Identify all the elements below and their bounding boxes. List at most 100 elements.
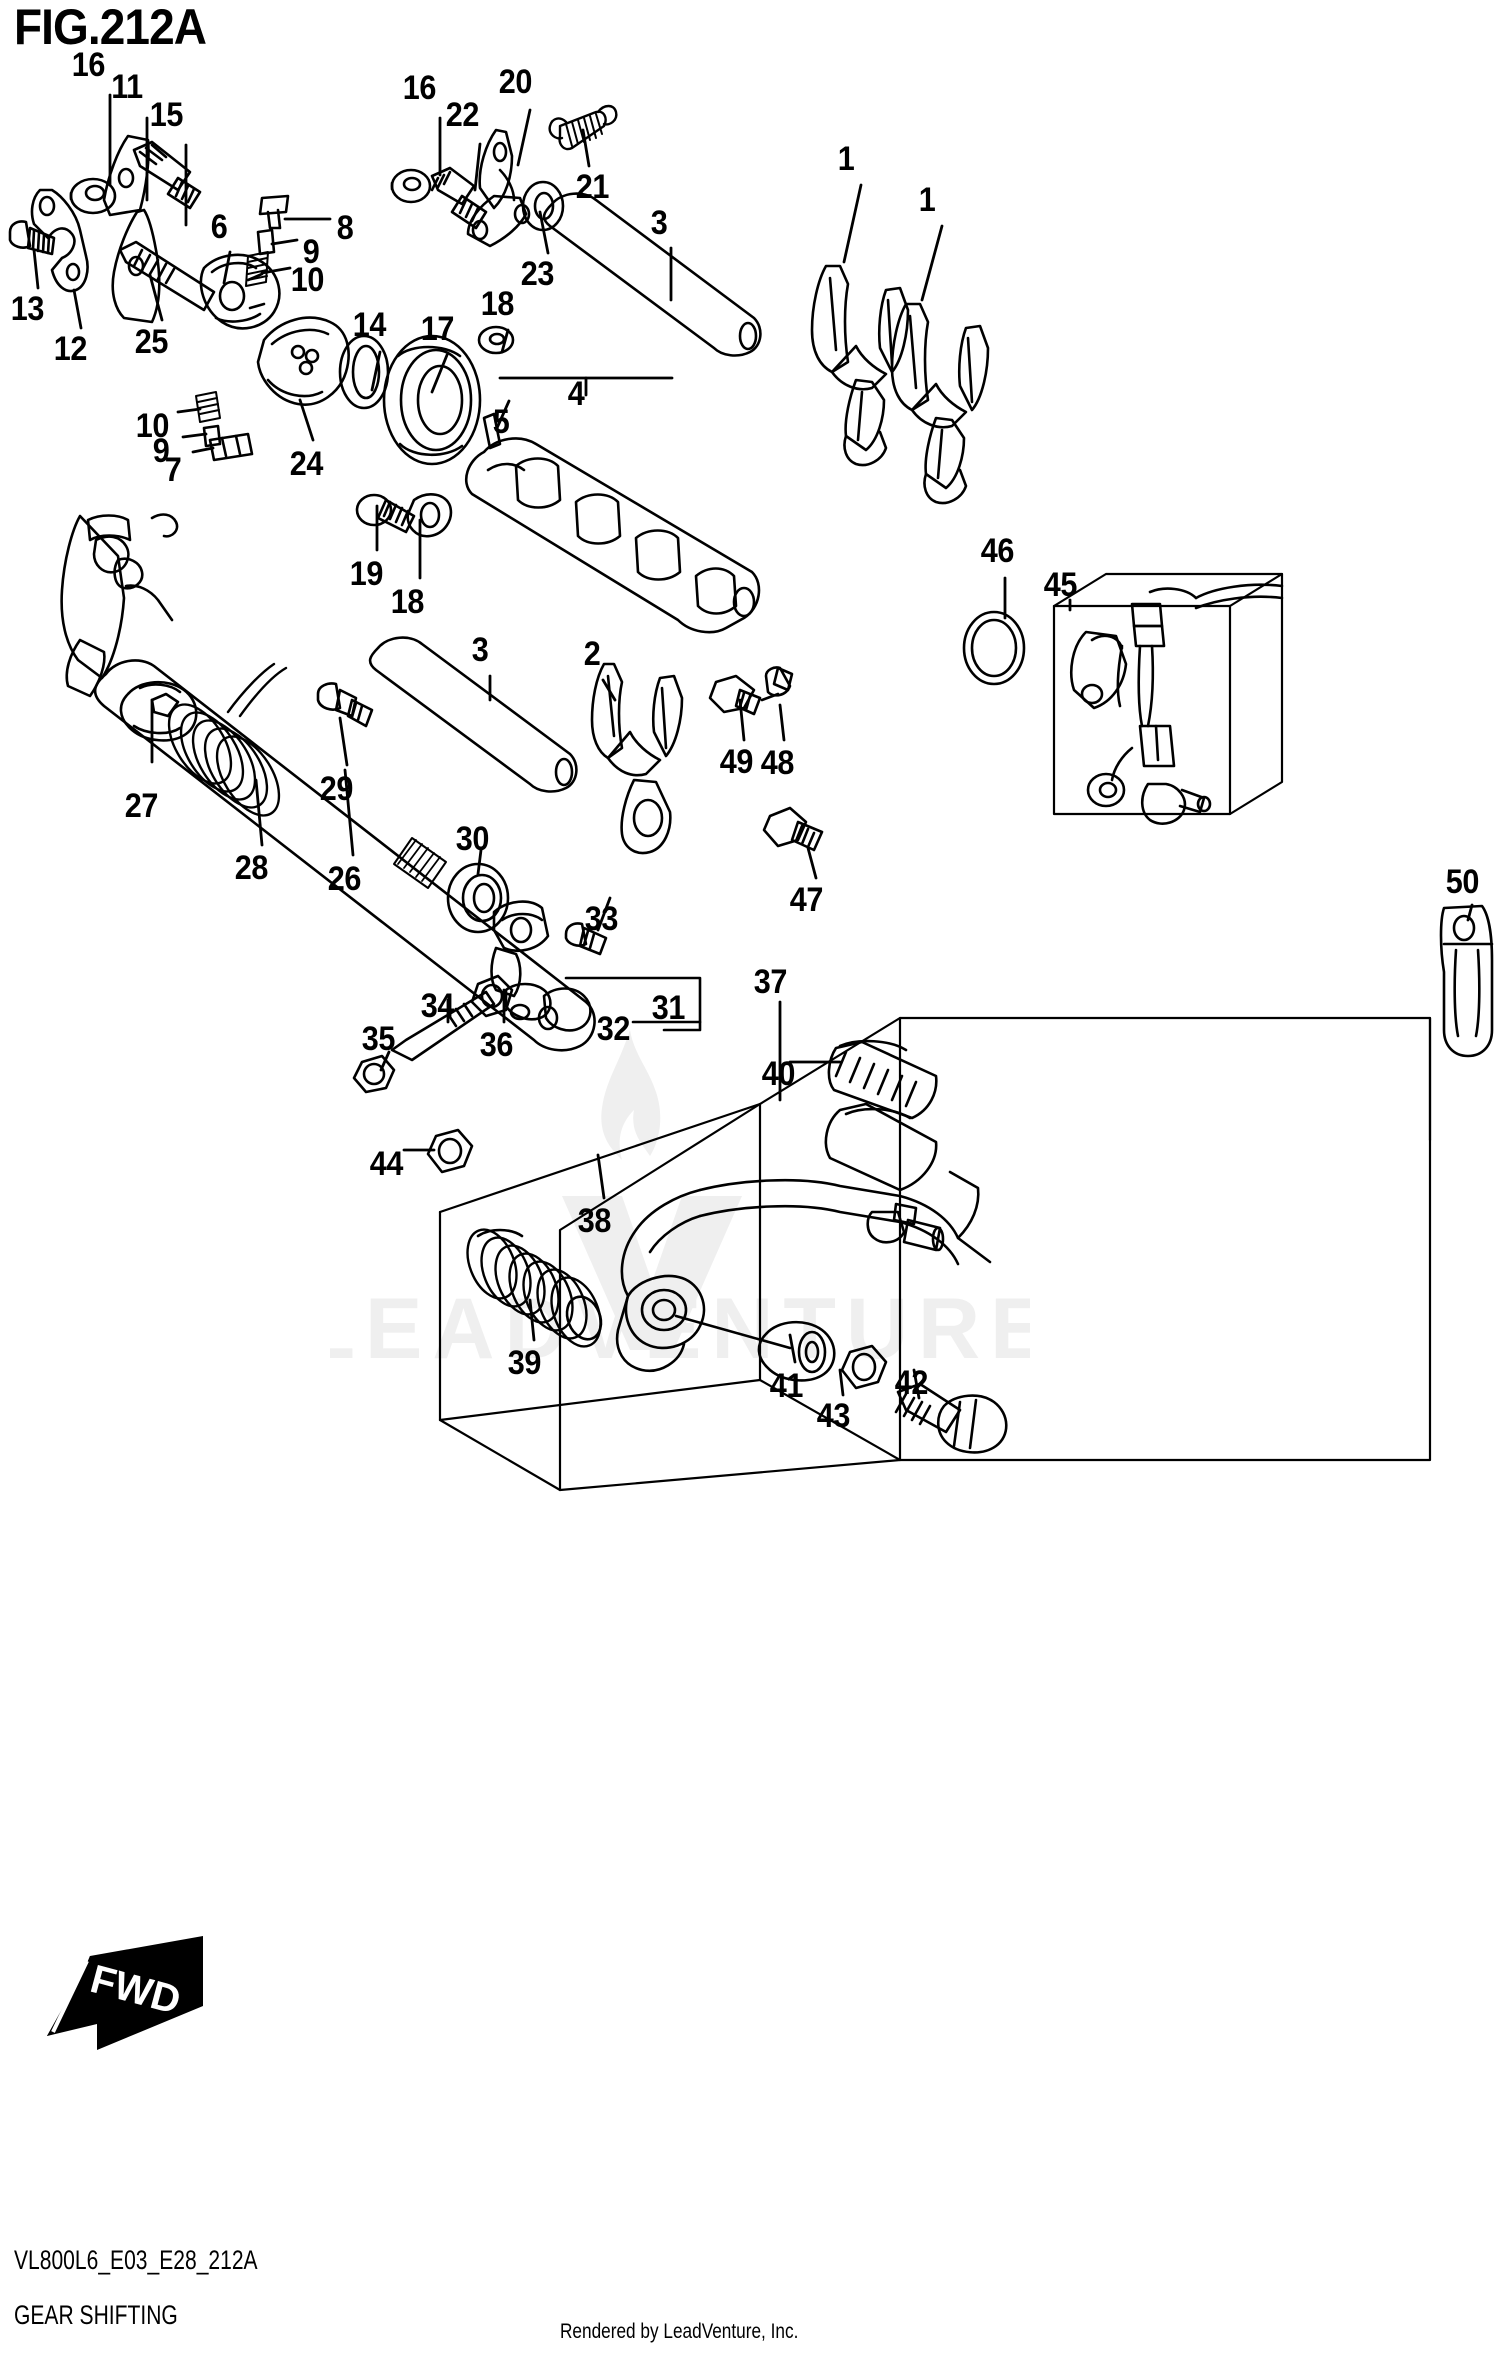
part-18b-washer — [406, 493, 453, 538]
callout-1: 1 — [918, 181, 936, 219]
callout-10: 10 — [135, 407, 170, 445]
part-24-cam-plate — [256, 316, 350, 406]
callout-34: 34 — [420, 987, 455, 1025]
part-15-pin-bolt — [132, 140, 202, 210]
part-45-neutral-switch — [1070, 583, 1284, 825]
part-13-bolt — [8, 220, 56, 256]
part-31-arm-joint — [490, 900, 552, 1021]
callout-39: 39 — [507, 1344, 542, 1382]
part-21-spring — [548, 104, 618, 151]
callout-22: 22 — [445, 96, 480, 134]
callout-33: 33 — [584, 900, 619, 938]
part-16a-washer — [69, 177, 117, 215]
callout-12: 12 — [53, 330, 88, 368]
callout-26: 26 — [327, 860, 362, 898]
callout-38: 38 — [577, 1202, 612, 1240]
figure-code: VL800L6_E03_E28_212A — [14, 2245, 258, 2275]
callout-13: 13 — [10, 290, 45, 328]
part-26-gear-shift-shaft — [93, 659, 596, 1052]
part-44-nut — [426, 1128, 474, 1174]
part-32-ball-joint — [537, 987, 592, 1032]
part-11-bracket — [102, 134, 161, 324]
shaft-spline — [393, 837, 447, 889]
callout-5: 5 — [492, 403, 510, 441]
callout-23: 23 — [520, 255, 555, 293]
callout-45: 45 — [1043, 566, 1078, 604]
callout-37: 37 — [753, 963, 788, 1001]
fwd-direction-badge: FWD — [47, 1936, 203, 2050]
callout-8: 8 — [336, 209, 354, 247]
part-22-bolt — [430, 166, 488, 230]
callout-16: 16 — [402, 69, 437, 107]
part-10b-spring — [195, 391, 221, 423]
part-9b-key — [202, 424, 222, 448]
part-10a-spring — [245, 251, 269, 287]
part-39-footpeg — [466, 1228, 603, 1348]
part-28-return-spring — [167, 662, 288, 817]
callout-42: 42 — [894, 1364, 929, 1402]
part-30-bearing — [446, 862, 510, 934]
part-7-clip — [208, 432, 254, 462]
part-12-bracket-arm — [30, 188, 89, 293]
part-8-pin — [258, 194, 290, 230]
callout-9: 9 — [302, 233, 320, 271]
part-48-dowel — [760, 666, 794, 702]
callout-6: 6 — [210, 208, 228, 246]
part-19-screw — [355, 493, 416, 534]
figure-name: GEAR SHIFTING — [14, 2300, 178, 2330]
callout-16: 16 — [71, 46, 106, 84]
part-37-footrest-bracket — [438, 1016, 1432, 1492]
callout-40: 40 — [761, 1055, 796, 1093]
part-48-pin — [150, 692, 180, 718]
callout-19: 19 — [349, 555, 384, 593]
callout-32: 32 — [596, 1010, 631, 1048]
callout-46: 46 — [980, 532, 1015, 570]
rendered-by-notice: Rendered by LeadVenture, Inc. — [560, 2320, 799, 2343]
callout-50: 50 — [1445, 863, 1480, 901]
callout-15: 15 — [149, 96, 184, 134]
callout-48: 48 — [760, 744, 795, 782]
part-14-washer — [338, 334, 390, 410]
callout-9: 9 — [152, 432, 170, 470]
callout-11: 11 — [111, 68, 143, 106]
part-49-bolt — [708, 674, 762, 716]
part-36-nut — [470, 974, 514, 1018]
part-35-nut — [352, 1054, 396, 1094]
part-27-collar — [119, 680, 198, 742]
part-18a-washer — [477, 325, 515, 355]
callout-17: 17 — [420, 310, 455, 348]
part-40-footpeg-pad — [827, 1039, 938, 1120]
callout-7: 7 — [164, 451, 182, 489]
callout-35: 35 — [361, 1020, 396, 1058]
page-title: FIG.212A — [14, 0, 207, 55]
part-38-bolt — [866, 1202, 945, 1252]
part-50-bracket — [1439, 904, 1494, 1058]
part-1a-shift-fork — [810, 264, 910, 467]
part-1b-shift-fork — [890, 302, 990, 505]
callout-21: 21 — [575, 168, 610, 206]
part-17-bearing — [382, 334, 482, 466]
part-46-o-ring — [962, 610, 1026, 686]
part-9a-key — [256, 228, 276, 256]
leadventure-watermark: LEADVENTURE — [330, 1030, 1030, 1377]
callout-10: 10 — [290, 261, 325, 299]
callout-30: 30 — [455, 820, 490, 858]
leader-lines — [32, 93, 1474, 1400]
callout-27: 27 — [124, 787, 159, 825]
callout-31: 31 — [651, 989, 686, 1027]
part-6-cam-drum — [199, 253, 281, 330]
callout-41: 41 — [769, 1367, 804, 1405]
callout-25: 25 — [134, 323, 169, 361]
callout-18: 18 — [480, 285, 515, 323]
callout-1: 1 — [837, 140, 855, 178]
part-47-bolt — [762, 806, 824, 852]
watermark-text: LEADVENTURE — [330, 1281, 1030, 1377]
callout-3: 3 — [471, 631, 489, 669]
callout-24: 24 — [289, 445, 324, 483]
part-29-bolt — [316, 682, 374, 728]
callout-14: 14 — [352, 306, 387, 344]
part-43-nut — [840, 1344, 888, 1390]
callout-20: 20 — [498, 63, 533, 101]
